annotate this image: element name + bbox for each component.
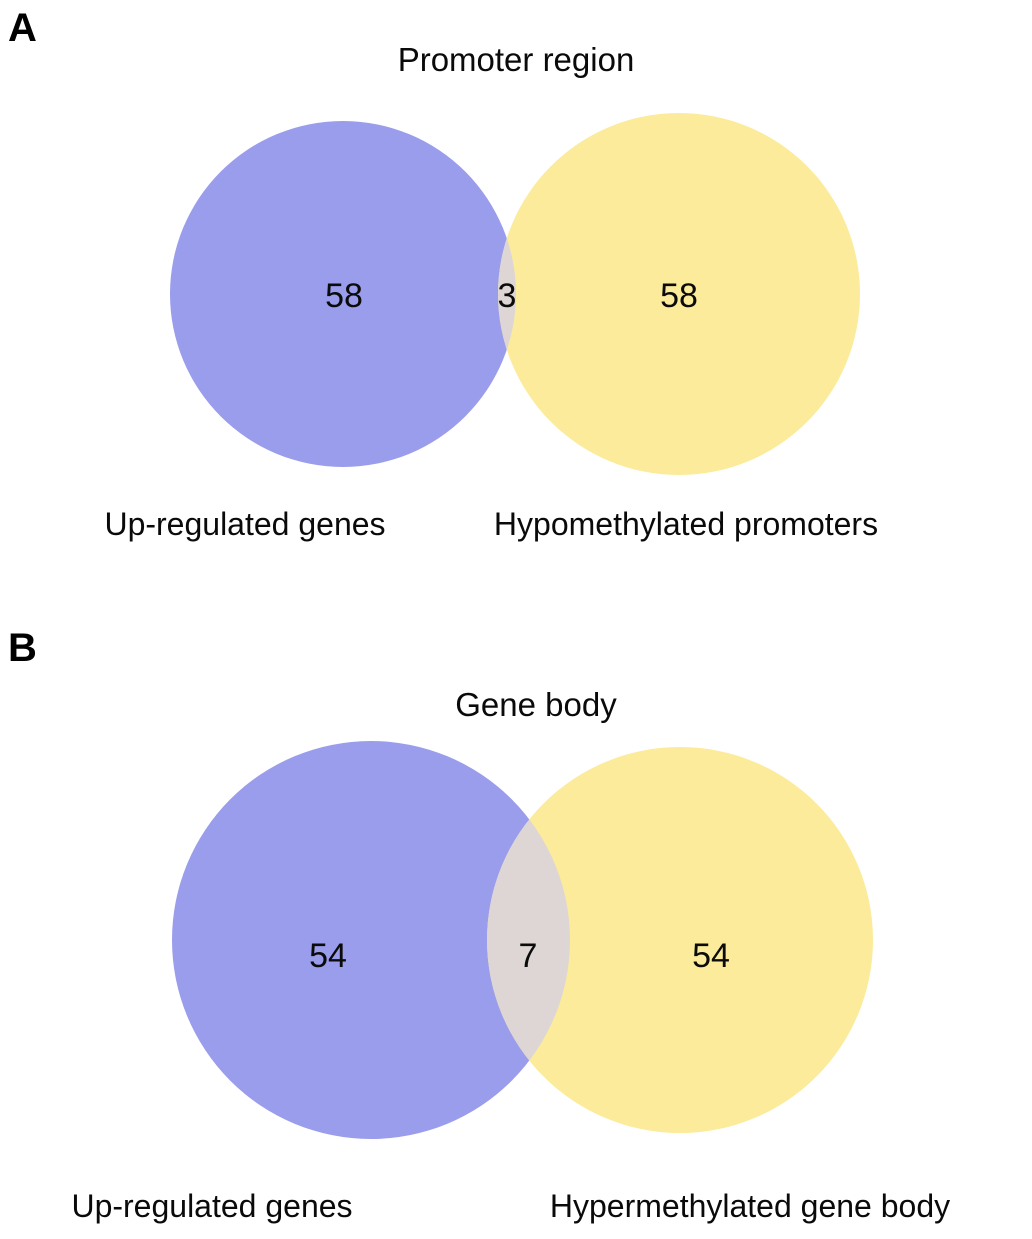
- venn-a-overlap-count: 3: [497, 277, 517, 315]
- venn-b-left-circle: [172, 741, 570, 1139]
- panel-a-title: Promoter region: [397, 41, 635, 78]
- panel-b-title: Gene body: [455, 686, 617, 723]
- venn-b-right-set-label: Hypermethylated gene body: [549, 1188, 951, 1224]
- venn-b-left-set-label: Up-regulated genes: [71, 1188, 353, 1224]
- venn-b-left-count: 54: [309, 937, 347, 975]
- panel-label-b: B: [8, 626, 37, 670]
- venn-b-overlap-count: 7: [518, 937, 538, 975]
- venn-b-intersection: [487, 747, 570, 1133]
- venn-a-left-count: 58: [325, 277, 363, 315]
- venn-a-left-set-label: Up-regulated genes: [104, 506, 386, 542]
- venn-a-right-count: 58: [660, 277, 698, 315]
- venn-b-right-circle: [487, 747, 873, 1133]
- venn-b-right-count: 54: [692, 937, 730, 975]
- venn-a-right-set-label: Hypomethylated promoters: [493, 506, 879, 542]
- panel-label-a: A: [8, 6, 37, 50]
